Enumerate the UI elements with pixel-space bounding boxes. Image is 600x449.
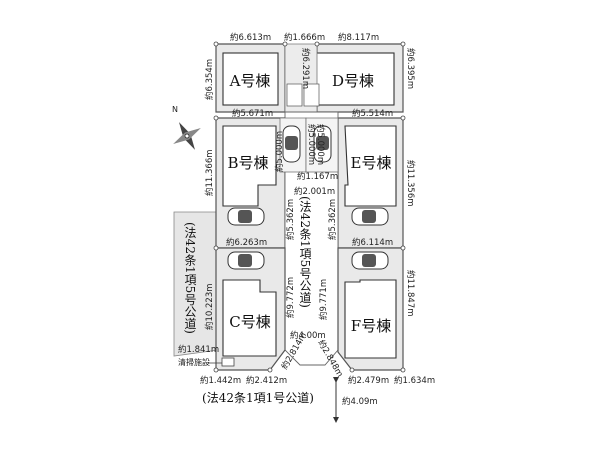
- dim-road-left-9772: 約9.772m: [285, 277, 296, 318]
- dim-left-1841: 約1.841m: [178, 344, 219, 355]
- dim-f-top: 約6.114m: [352, 237, 393, 248]
- car-icon: [227, 207, 265, 226]
- cleaning-facility-box: [221, 357, 235, 367]
- dim-mid-1167: 約1.167m: [297, 171, 338, 182]
- dim-b-top: 約5.671m: [232, 108, 273, 119]
- dim-bot-1442: 約1.442m: [200, 375, 241, 386]
- dim-d-right: 約6.395m: [405, 48, 416, 89]
- dim-top-mid: 約1.666m: [284, 32, 325, 43]
- dim-road-right-9771: 約9.771m: [318, 279, 329, 320]
- lot-b-label: B号棟: [227, 154, 268, 172]
- facility-label: 清掃施設: [178, 357, 210, 367]
- car-icon: [282, 125, 301, 163]
- bottom-road-area: [150, 370, 430, 449]
- dim-parking-1: 約5.000m: [274, 131, 285, 172]
- building-f: [344, 279, 397, 359]
- car-icon: [351, 207, 389, 226]
- building-b: [222, 125, 277, 207]
- lot-c-label: C号棟: [229, 313, 270, 331]
- dim-road-right-5362: 約5.362m: [327, 199, 338, 240]
- dim-b-left: 約11.366m: [204, 149, 215, 196]
- building-d: [311, 52, 395, 106]
- lot-f-label: F号棟: [351, 317, 391, 335]
- parking-top-right: [303, 83, 320, 107]
- private-road-label: (法42条1項5号公道): [298, 196, 312, 308]
- dim-bot-2479: 約2.479m: [348, 375, 389, 386]
- left-road-label: (法42条1項5号公道): [183, 222, 197, 334]
- lot-d-label: D号棟: [332, 72, 374, 90]
- car-icon: [313, 125, 332, 163]
- dim-bot-1634: 約1.634m: [394, 375, 435, 386]
- dim-c-top: 約6.263m: [226, 237, 267, 248]
- boundary-pins: [213, 41, 406, 373]
- dim-a-left: 約6.354m: [204, 59, 215, 100]
- dim-e-top: 約5.514m: [352, 108, 393, 119]
- bottom-road-label: (法42条1項1号公道): [202, 391, 314, 405]
- dim-bot-2412: 約2.412m: [246, 375, 287, 386]
- dim-road-left-5362: 約5.362m: [285, 199, 296, 240]
- dim-e-right: 約11.356m: [405, 160, 416, 207]
- car-icon: [351, 251, 389, 270]
- dim-top-d: 約8.117m: [338, 32, 379, 43]
- dim-bottom-road-width: 約4.09m: [342, 396, 378, 407]
- dim-mid-2001: 約2.001m: [294, 186, 335, 197]
- lot-a-label: A号棟: [229, 72, 271, 90]
- dim-c-left: 約10.223m: [204, 283, 215, 330]
- building-e: [344, 125, 397, 207]
- dim-parking-2: 約5.000m: [306, 124, 317, 165]
- dim-d-inner: 約6.291m: [300, 48, 311, 89]
- parking-top-left: [286, 83, 303, 107]
- compass-icon: [173, 122, 201, 150]
- lot-e-label: E号棟: [351, 154, 392, 172]
- building-a: [222, 52, 279, 106]
- dim-top-a: 約6.613m: [230, 32, 271, 43]
- compass-north-label: N: [172, 105, 178, 114]
- dim-f-right: 約11.847m: [405, 270, 416, 317]
- car-icon: [227, 251, 265, 270]
- building-c: [222, 279, 277, 357]
- dim-road-width: 約4.00m: [290, 330, 326, 341]
- dim-parking-3: 約5.000m: [315, 124, 326, 165]
